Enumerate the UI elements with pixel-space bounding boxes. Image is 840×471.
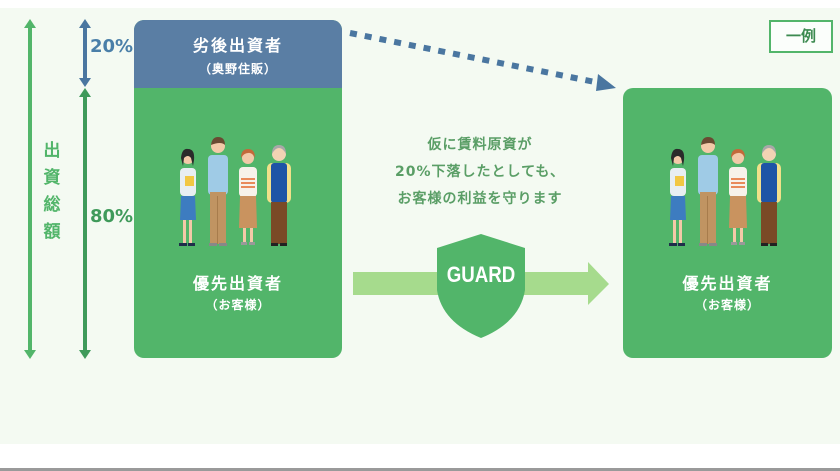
subordinate-title: 劣後出資者 (192, 36, 283, 55)
priority-range-arrow (79, 88, 91, 359)
priority-subtitle: （お客様） (205, 298, 271, 312)
subordinate-percent: 20% (90, 36, 134, 57)
divider (0, 468, 840, 471)
subordinate-range-arrow (79, 19, 91, 87)
priority-percent: 80% (90, 206, 134, 227)
shield-icon (437, 234, 525, 338)
subordinate-subtitle: （奥野住販） (198, 62, 277, 76)
priority-title: 優先出資者 (192, 274, 283, 293)
example-badge: 一例 (769, 20, 833, 53)
protected-investor-box: 優先出資者 （お客様） (623, 88, 832, 358)
message-line: 20%下落したとしても、 (395, 164, 565, 180)
protection-message: 仮に賃料原資が 20%下落したとしても、 お客様の利益を守ります (360, 132, 600, 213)
message-line: お客様の利益を守ります (397, 191, 563, 207)
dotted-arrow (349, 30, 616, 91)
total-amount-label: 出資総額 (43, 141, 61, 242)
subordinate-investor-section: 劣後出資者 （奥野住販） (134, 20, 342, 88)
message-line: 仮に賃料原資が (427, 137, 533, 153)
priority-title: 優先出資者 (682, 274, 773, 293)
total-amount-arrow (24, 19, 36, 359)
guard-label: GUARD (446, 262, 516, 287)
investment-structure-box: 劣後出資者 （奥野住販） 優先出資者 （お客様） (134, 20, 342, 358)
priority-subtitle: （お客様） (694, 298, 760, 312)
